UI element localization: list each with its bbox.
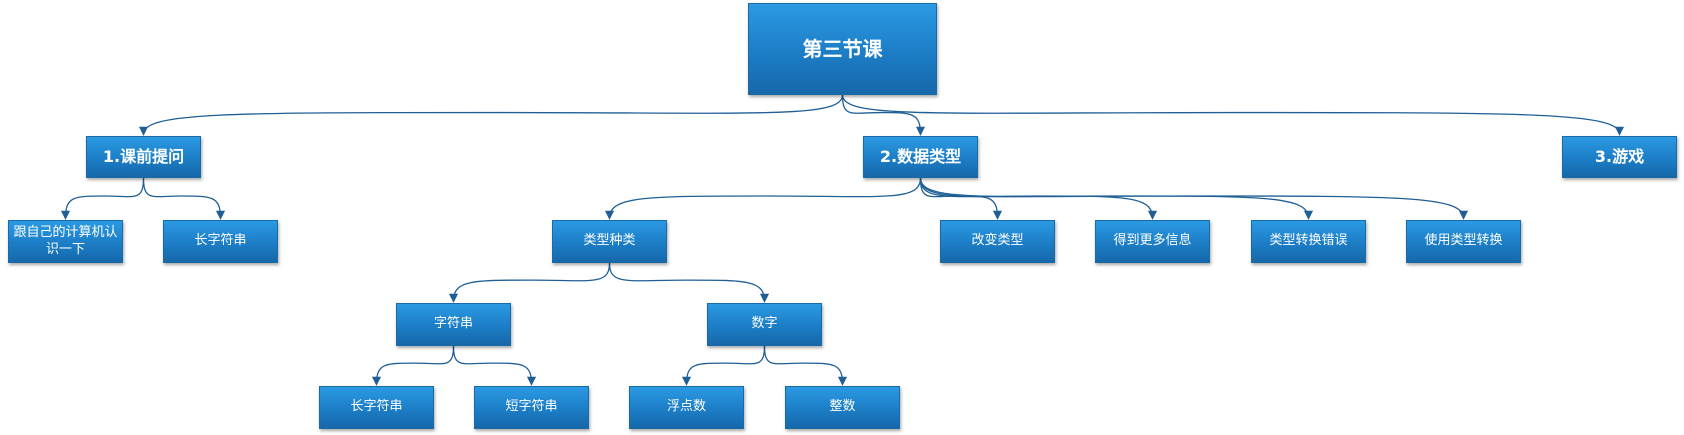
node-long-string-a-label: 长字符串 — [194, 233, 247, 249]
node-number-label: 数字 — [751, 316, 778, 332]
node-conversion-error-label: 类型转换错误 — [1269, 233, 1348, 249]
node-change-type-label: 改变类型 — [971, 233, 1024, 249]
node-more-info[interactable]: 得到更多信息 — [1095, 220, 1210, 263]
node-class-questions[interactable]: 1.课前提问 — [86, 136, 201, 178]
connector-node-string-to-node-long-string-b — [371, 345, 455, 386]
node-class-questions-label: 1.课前提问 — [102, 147, 185, 166]
root-node-label: 第三节课 — [802, 36, 883, 61]
node-long-string-a[interactable]: 长字符串 — [163, 220, 278, 263]
node-short-string[interactable]: 短字符串 — [474, 386, 589, 429]
connector-node-data-types-to-node-more-info — [919, 177, 1158, 220]
node-integer-label: 整数 — [829, 399, 856, 415]
node-string[interactable]: 字符串 — [396, 303, 511, 346]
connector-node-class-questions-to-node-know-computer — [60, 177, 145, 220]
node-data-types[interactable]: 2.数据类型 — [863, 136, 978, 178]
connector-node-string-to-node-short-string — [452, 345, 537, 386]
node-string-label: 字符串 — [433, 316, 473, 332]
node-integer[interactable]: 整数 — [785, 386, 900, 429]
node-conversion-error[interactable]: 类型转换错误 — [1251, 220, 1366, 263]
node-float-label: 浮点数 — [666, 399, 706, 415]
node-use-conversion[interactable]: 使用类型转换 — [1406, 220, 1521, 263]
node-more-info-label: 得到更多信息 — [1113, 233, 1192, 249]
connector-node-data-types-to-node-use-conversion — [919, 177, 1469, 220]
node-know-computer-label: 跟自己的计算机认识一下 — [13, 225, 118, 257]
connector-node-data-types-to-node-change-type — [919, 177, 1003, 220]
connector-node-number-to-node-float — [681, 345, 766, 386]
node-use-conversion-label: 使用类型转换 — [1424, 233, 1503, 249]
node-float[interactable]: 浮点数 — [629, 386, 744, 429]
node-game-label: 3.游戏 — [1594, 147, 1645, 166]
connector-node-class-questions-to-node-long-string-a — [142, 177, 226, 220]
node-long-string-b-label: 长字符串 — [350, 399, 403, 415]
connector-root-node-to-node-game — [841, 94, 1625, 136]
node-long-string-b[interactable]: 长字符串 — [319, 386, 434, 429]
connector-node-type-kinds-to-node-number — [608, 262, 770, 303]
node-type-kinds[interactable]: 类型种类 — [552, 220, 667, 263]
connector-root-node-to-node-class-questions — [138, 94, 844, 136]
node-change-type[interactable]: 改变类型 — [940, 220, 1055, 263]
node-game[interactable]: 3.游戏 — [1562, 136, 1677, 178]
connector-node-type-kinds-to-node-string — [448, 262, 611, 303]
node-type-kinds-label: 类型种类 — [583, 233, 636, 249]
node-know-computer[interactable]: 跟自己的计算机认识一下 — [8, 220, 123, 263]
connector-node-number-to-node-integer — [763, 345, 848, 386]
connector-root-node-to-node-data-types — [841, 94, 926, 136]
connector-node-data-types-to-node-type-kinds — [604, 177, 922, 220]
node-number[interactable]: 数字 — [707, 303, 822, 346]
node-data-types-label: 2.数据类型 — [879, 147, 962, 166]
root-node[interactable]: 第三节课 — [748, 3, 937, 95]
node-short-string-label: 短字符串 — [505, 399, 558, 415]
